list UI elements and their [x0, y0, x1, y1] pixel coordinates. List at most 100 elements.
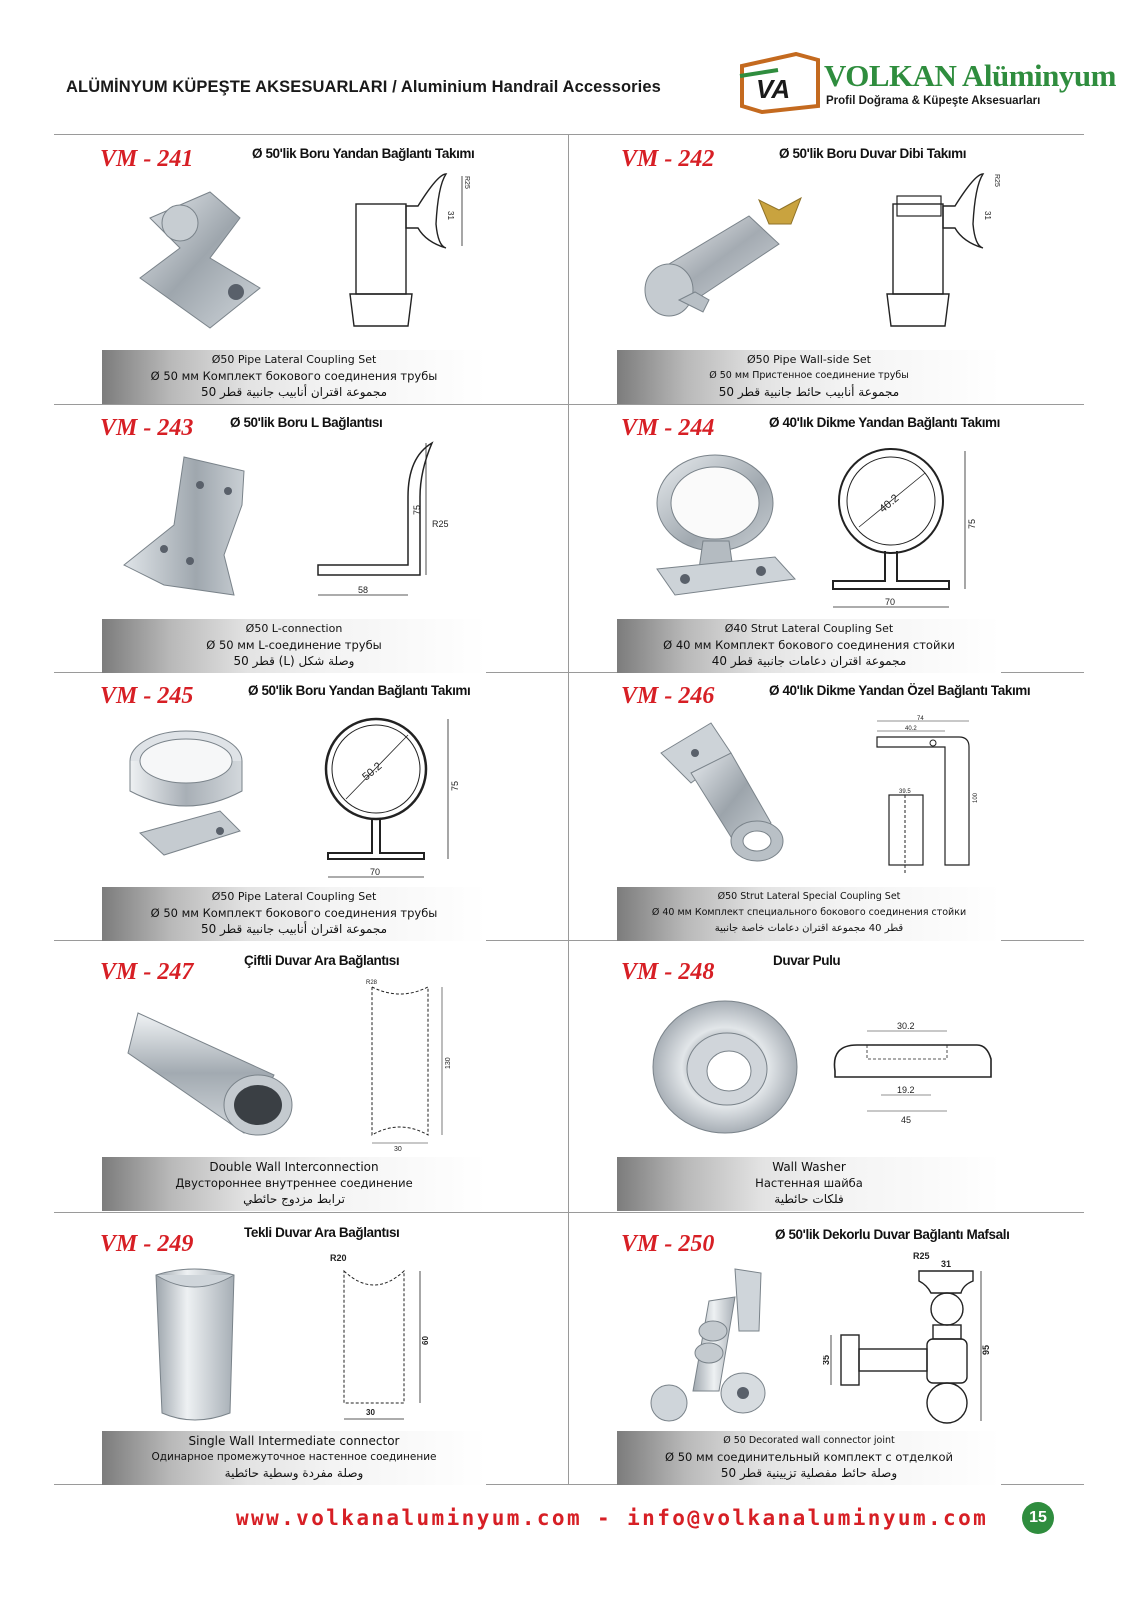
caption-ru: Двустороннее внутреннее соединение	[175, 1176, 413, 1190]
dim-label: 74	[917, 716, 924, 722]
caption-ar: وصلة حائط مفصلية تزيينية قطر 50	[720, 1466, 898, 1480]
caption-en: Ø50 Pipe Lateral Coupling Set	[211, 890, 377, 903]
brand-tagline: Profil Doğrama & Küpeşte Aksesuarları	[826, 95, 1041, 107]
product-card-vm249[interactable]: VM - 249 Tekli Duvar Ara Bağlantısı R20 …	[54, 1213, 569, 1485]
dim-label: R25	[432, 519, 449, 529]
product-photo-vm250	[650, 1268, 766, 1422]
dim-label: 70	[370, 867, 380, 877]
product-photo-vm248	[652, 1000, 798, 1134]
product-caption: Double Wall Interconnection Двустороннее…	[102, 1157, 486, 1211]
product-code: VM - 245	[100, 683, 194, 709]
product-title: Tekli Duvar Ara Bağlantısı	[244, 1225, 400, 1240]
caption-ru: Настенная шайба	[755, 1176, 863, 1190]
technical-drawing-vm246: 74 40.2 39.5 100	[876, 716, 979, 873]
product-title: Ø 50'lik Boru Yandan Bağlantı Takımı	[248, 683, 471, 698]
product-code: VM - 248	[621, 959, 715, 985]
caption-ar: مجموعة اقتران دعامات جانبية قطر 40	[711, 654, 907, 668]
caption-ar: وصلة شكل (L) قطر 50	[233, 654, 355, 668]
footer-contact-link[interactable]: www.volkanaluminyum.com - info@volkanalu…	[236, 1506, 989, 1530]
product-photo-vm246	[660, 722, 784, 862]
product-caption: Ø 50 Decorated wall connector joint Ø 50…	[617, 1431, 1001, 1485]
row-divider	[54, 1212, 1084, 1213]
product-card-vm242[interactable]: VM - 242 Ø 50'lik Boru Duvar Dibi Takımı…	[569, 136, 1084, 404]
technical-drawing-vm245: 50.2 75 70	[324, 717, 460, 878]
caption-ru: Ø 50 мм Пристенное соединение трубы	[709, 370, 909, 381]
caption-ru: Одинарное промежуточное настенное соедин…	[151, 1451, 437, 1463]
caption-ru: Ø 50 мм L-соединение трубы	[206, 638, 382, 652]
caption-ar: قطر 40 مجموعة اقتران دعامات خاصة جانبية	[714, 923, 904, 934]
product-title: Ø 50'lik Boru Duvar Dibi Takımı	[779, 146, 967, 161]
dim-label: R25	[463, 176, 470, 189]
page-title: ALÜMİNYUM KÜPEŞTE AKSESUARLARI / Alumini…	[66, 78, 661, 96]
technical-drawing-vm249: R20 60 30	[330, 1253, 430, 1420]
product-title: Çiftli Duvar Ara Bağlantısı	[244, 953, 400, 968]
product-card-vm241[interactable]: VM - 241 Ø 50'lik Boru Yandan Bağlantı T…	[54, 136, 569, 404]
caption-ru: Ø 40 мм Комплект бокового соединения сто…	[663, 638, 955, 652]
technical-drawing-vm248: 30.2 19.2 45	[833, 1021, 992, 1125]
dim-label: 70	[885, 597, 895, 607]
caption-en: Double Wall Interconnection	[209, 1160, 379, 1174]
caption-ar: فلكات حائطية	[774, 1192, 844, 1206]
dim-label: 31	[446, 211, 455, 220]
product-caption: Wall Washer Настенная шайба فلكات حائطية	[617, 1157, 1001, 1211]
dim-label: R25	[913, 1251, 930, 1261]
row-divider	[54, 1484, 1084, 1485]
dim-label: 40.2	[905, 726, 917, 732]
technical-drawing-vm242: R25 31	[886, 173, 1000, 327]
caption-ru: Ø 40 мм Комплект специального бокового с…	[651, 907, 967, 918]
row-divider	[54, 940, 1084, 941]
product-title: Ø 40'lık Dikme Yandan Özel Bağlantı Takı…	[769, 683, 1031, 698]
product-title: Ø 40'lık Dikme Yandan Bağlantı Takımı	[769, 415, 1001, 430]
dim-label: 31	[941, 1259, 951, 1269]
dim-label: 30	[366, 1408, 375, 1417]
product-card-vm243[interactable]: VM - 243 Ø 50'lik Boru L Bağlantısı 58 7…	[54, 405, 569, 673]
product-card-vm248[interactable]: VM - 248 Duvar Pulu 30.2 19.2 45 Wall Wa…	[569, 941, 1084, 1211]
row-divider	[54, 404, 1084, 405]
column-divider	[568, 135, 569, 1485]
caption-en: Ø50 Pipe Wall-side Set	[747, 353, 871, 366]
product-caption: Ø50 Strut Lateral Special Coupling Set Ø…	[617, 887, 1001, 941]
dim-label: 130	[445, 1057, 452, 1069]
dim-label: 75	[412, 505, 422, 515]
product-caption: Ø40 Strut Lateral Coupling Set Ø 40 мм К…	[617, 619, 1001, 673]
dim-label: 100	[973, 792, 979, 803]
brand-logo-block[interactable]: VA VOLKAN Alüminyum Profil Doğrama & Küp…	[738, 46, 1116, 118]
dim-label: 50.2	[360, 760, 384, 783]
dim-label: 39.5	[899, 789, 911, 795]
product-code: VM - 246	[621, 683, 715, 709]
product-card-vm244[interactable]: VM - 244 Ø 40'lık Dikme Yandan Bağlantı …	[569, 405, 1084, 673]
caption-ru: Ø 50 мм Комплект бокового соединения тру…	[150, 906, 438, 920]
technical-drawing-vm243: 58 75 R25	[317, 441, 449, 596]
product-card-vm245[interactable]: VM - 245 Ø 50'lik Boru Yandan Bağlantı T…	[54, 673, 569, 941]
dim-label: 35	[823, 1355, 831, 1365]
technical-drawing-vm247: R28 130 30	[366, 980, 452, 1153]
header-divider	[54, 134, 1084, 135]
product-code: VM - 249	[100, 1231, 194, 1257]
caption-en: Ø40 Strut Lateral Coupling Set	[724, 622, 894, 635]
technical-drawing-vm250: R25 31 35 95	[823, 1251, 991, 1424]
product-photo-vm242	[644, 196, 802, 317]
row-divider	[54, 672, 1084, 673]
dim-label: R25	[993, 174, 1000, 187]
technical-drawing-vm244: 40.2 75 70	[832, 448, 977, 608]
product-card-vm247[interactable]: VM - 247 Çiftli Duvar Ara Bağlantısı R28…	[54, 941, 569, 1211]
caption-en: Ø50 Pipe Lateral Coupling Set	[211, 353, 377, 366]
product-card-vm246[interactable]: VM - 246 Ø 40'lık Dikme Yandan Özel Bağl…	[569, 673, 1084, 941]
volkan-logo-icon: VA	[739, 52, 820, 114]
caption-ar: مجموعة اقتران أنابيب جانبية قطر 50	[200, 922, 388, 936]
caption-ru: Ø 50 мм соединительный комплект с отделк…	[665, 1450, 953, 1464]
dim-label: 30	[394, 1146, 402, 1153]
product-card-vm250[interactable]: VM - 250 Ø 50'lik Dekorlu Duvar Bağlantı…	[569, 1213, 1084, 1485]
caption-en: Single Wall Intermediate connector	[188, 1434, 400, 1448]
dim-label: 60	[421, 1336, 430, 1345]
caption-ar: وصلة مفردة وسطية حائطية	[224, 1466, 364, 1480]
product-title: Ø 50'lik Dekorlu Duvar Bağlantı Mafsalı	[775, 1227, 1010, 1242]
dim-label: 19.2	[897, 1085, 915, 1095]
product-title: Ø 50'lik Boru Yandan Bağlantı Takımı	[252, 146, 475, 161]
dim-label: 30.2	[897, 1021, 915, 1031]
dim-label: 95	[981, 1345, 991, 1355]
page-number-badge: 15	[1022, 1502, 1054, 1534]
product-photo-vm241	[139, 191, 261, 329]
product-photo-vm243	[123, 456, 245, 596]
technical-drawing-vm241: R25 31	[349, 173, 470, 327]
